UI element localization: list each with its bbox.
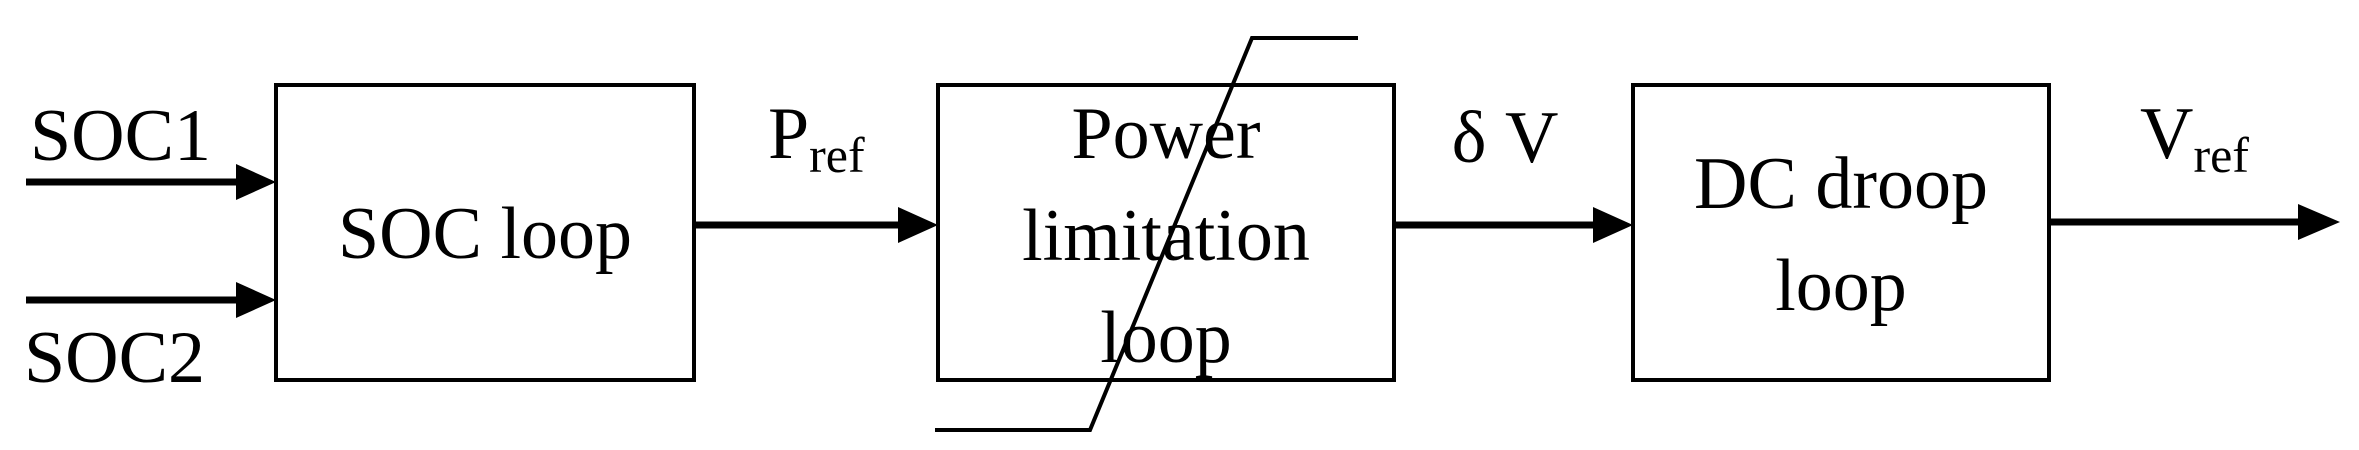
arrow-delta-v	[1394, 207, 1633, 243]
dc-droop-block	[1631, 83, 2051, 382]
power-limitation-label-line3: loop	[1100, 297, 1232, 379]
dc-droop-label-line2: loop	[1775, 245, 1907, 327]
arrow-pref	[694, 207, 938, 243]
signal-label-pref: Pref	[768, 93, 865, 183]
saturation-characteristic	[935, 36, 1358, 432]
signal-label-delta-v: δ V	[1452, 97, 1559, 179]
power-limitation-label-line2: limitation	[1022, 195, 1310, 277]
input-arrow-soc2	[26, 282, 276, 318]
power-limitation-block	[936, 83, 1396, 382]
dc-droop-label-line1: DC droop	[1694, 143, 1988, 225]
soc-loop-label: SOC loop	[338, 193, 632, 275]
power-limitation-label-line1: Power	[1071, 93, 1260, 175]
power-limitation-label: Power limitation loop	[1022, 93, 1310, 379]
dc-droop-label: DC droop loop	[1694, 143, 1988, 327]
arrow-vref	[2049, 204, 2340, 240]
input-arrow-soc1	[26, 164, 276, 200]
input-label-soc2: SOC2	[24, 317, 205, 399]
input-label-soc1: SOC1	[30, 95, 211, 177]
signal-label-vref: Vref	[2140, 93, 2249, 183]
soc-loop-block	[274, 83, 696, 382]
